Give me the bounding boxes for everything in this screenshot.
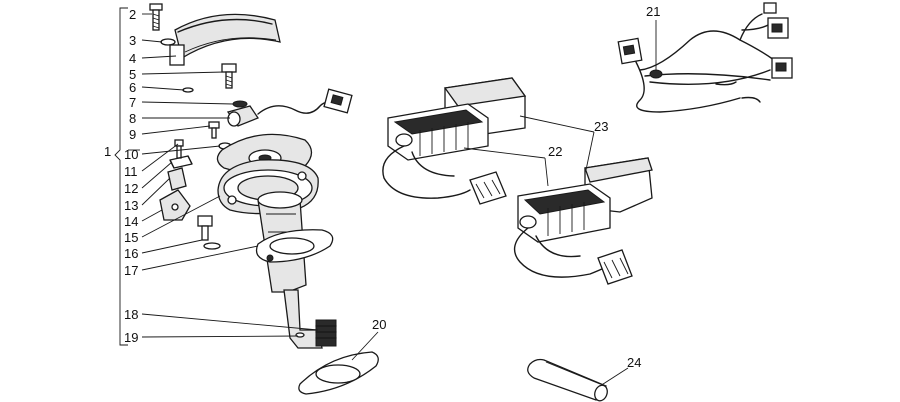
small-washer-part: [182, 87, 194, 93]
callout-21: 21: [646, 4, 660, 19]
pin-part: [174, 139, 184, 159]
small-screw-part: [208, 121, 220, 139]
regulator-lower-part: [513, 157, 653, 285]
callout-5: 5: [129, 67, 136, 82]
callout-24: 24: [627, 355, 641, 370]
callout-6: 6: [129, 80, 136, 95]
callout-4: 4: [129, 51, 136, 66]
spring-washer-part: [232, 100, 248, 108]
distributor-assembly: [114, 3, 379, 395]
callout-1: 1: [104, 144, 111, 159]
callout-19: 19: [124, 330, 138, 345]
callout-8: 8: [129, 111, 136, 126]
callout-9: 9: [129, 127, 136, 142]
callout-3: 3: [129, 33, 136, 48]
drive-gear-part: [295, 319, 337, 347]
washer-part: [160, 38, 176, 46]
housing-shaft-part: [257, 191, 323, 349]
callout-12: 12: [124, 181, 138, 196]
callout-13: 13: [124, 198, 138, 213]
callout-18: 18: [124, 307, 138, 322]
callout-14: 14: [124, 214, 138, 229]
sensor-part: [226, 88, 353, 127]
callout-7: 7: [129, 95, 136, 110]
callout-16: 16: [124, 246, 138, 261]
callout-labels: 1 2 3 4 5 6 7 8 9 10 11 12 13 14 15 16 1…: [104, 4, 660, 370]
spring-clip-part: [169, 155, 193, 169]
callout-11: 11: [124, 164, 138, 179]
hex-bolt-part: [197, 215, 221, 250]
base-gasket-part: [298, 351, 379, 395]
callout-20: 20: [372, 317, 386, 332]
contact-part: [167, 167, 187, 191]
bolt-part: [149, 3, 163, 31]
callout-2: 2: [129, 7, 136, 22]
leader-lines-left: [128, 13, 379, 361]
group-bracket: [114, 7, 128, 346]
o-ring-gasket-part: [255, 229, 334, 263]
callout-23: 23: [594, 119, 608, 134]
wiring-harness-part: [617, 2, 793, 113]
leader-lines-center: [463, 115, 595, 187]
callout-17: 17: [124, 263, 138, 278]
clamp-ring-part: [169, 13, 281, 66]
sleeve-tube-part: [527, 358, 629, 402]
callout-10: 10: [124, 147, 138, 162]
regulator-upper-part: [382, 77, 527, 205]
screw-part: [221, 63, 237, 89]
callout-15: 15: [124, 230, 138, 245]
callout-22: 22: [548, 144, 562, 159]
